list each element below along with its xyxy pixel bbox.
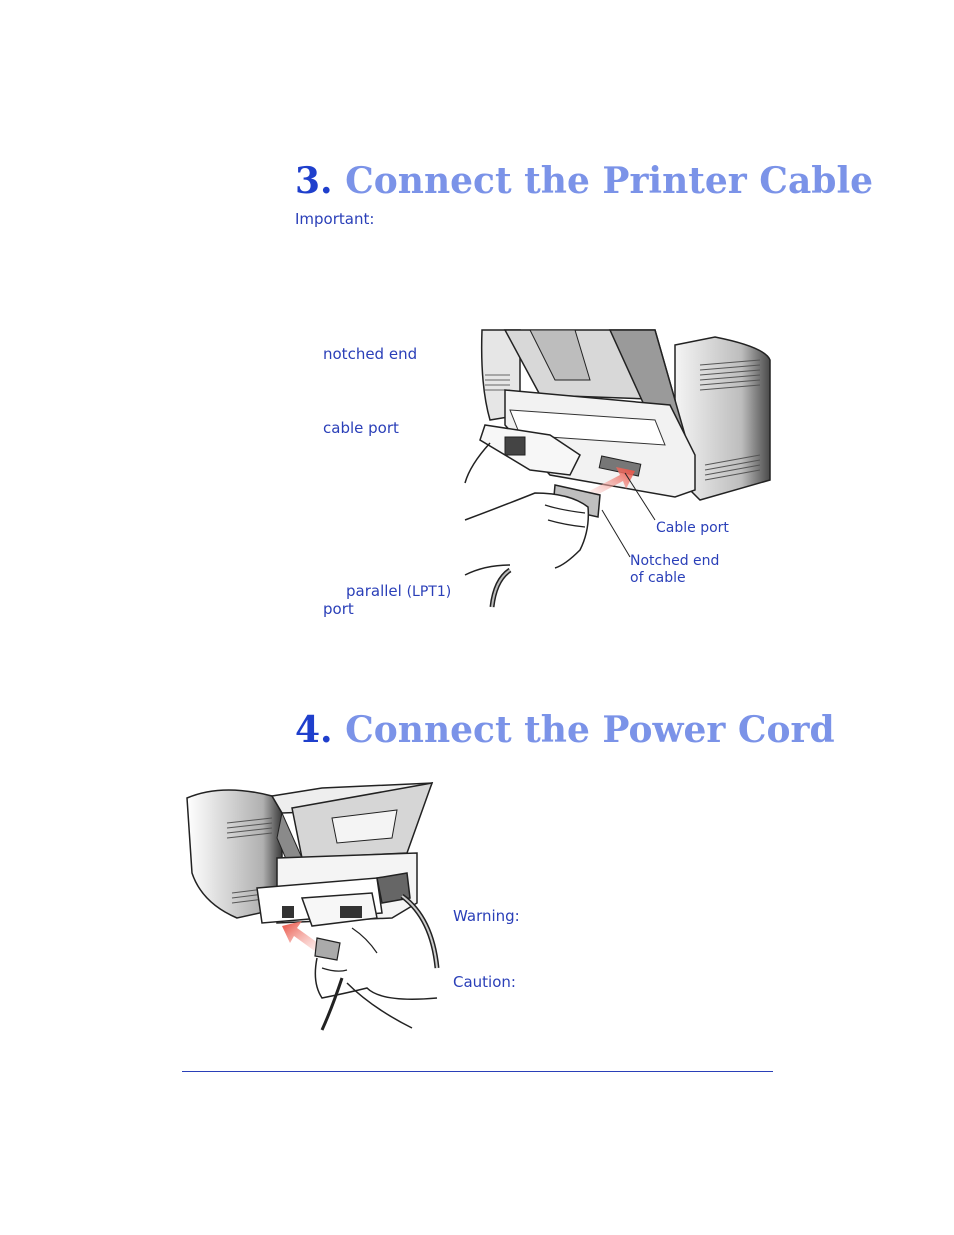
parallel-label: parallel (LPT1) <box>346 582 451 601</box>
notched-end-callout-line2: of cable <box>630 570 686 586</box>
port-label: port <box>323 600 354 618</box>
section-4-number: 4. <box>295 709 333 751</box>
footer-rule <box>182 1071 773 1072</box>
section-3-title: Connect the Printer Cable <box>345 160 874 202</box>
cable-port-label: cable port <box>323 419 399 437</box>
section-4-title: Connect the Power Cord <box>345 709 835 751</box>
warning-label: Warning: <box>453 907 520 925</box>
notched-end-label: notched end <box>323 345 418 363</box>
lpt1-word: (LPT1) <box>406 584 452 600</box>
important-label: Important: <box>295 210 375 228</box>
section-3-heading: 3. Connect the Printer Cable <box>295 161 873 201</box>
notched-end-callout-line1: Notched end <box>630 553 720 569</box>
caution-label: Caution: <box>453 973 516 991</box>
cable-port-callout: Cable port <box>656 520 729 536</box>
power-cord-illustration <box>186 782 440 1031</box>
section-4-heading: 4. Connect the Power Cord <box>295 710 835 750</box>
printer-cable-illustration <box>464 329 771 608</box>
parallel-word: parallel <box>346 582 402 600</box>
section-3-number: 3. <box>295 160 333 202</box>
